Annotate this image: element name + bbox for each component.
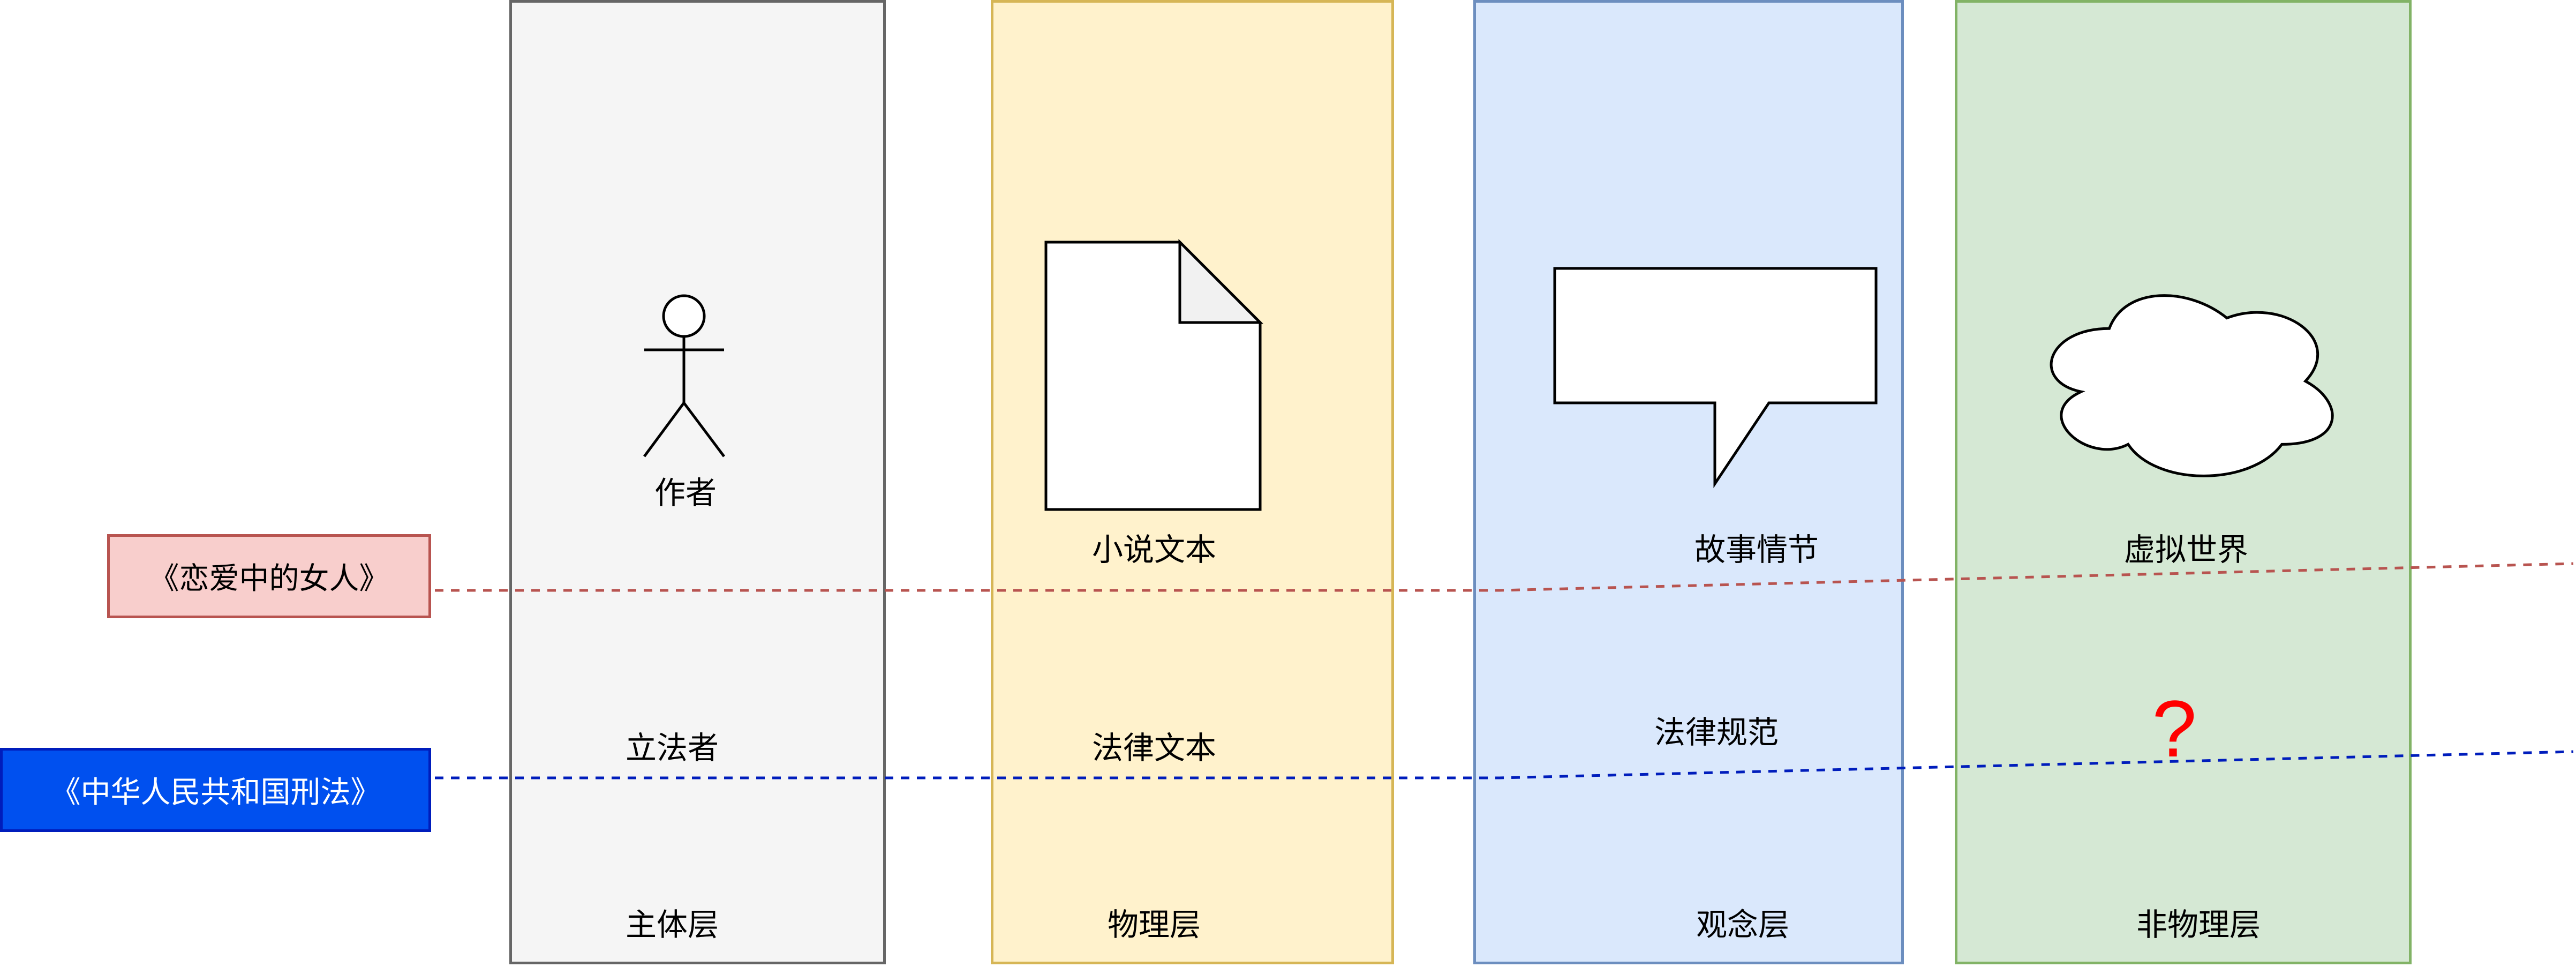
novel-connector-line[interactable] bbox=[435, 562, 2574, 592]
physical-layer-label: 物理层 bbox=[1107, 906, 1201, 943]
virtual-world-label: 虚拟世界 bbox=[2123, 531, 2249, 568]
novel-title-text: 《恋爱中的女人》 bbox=[149, 561, 389, 596]
novel-title-box[interactable]: 《恋爱中的女人》 bbox=[107, 534, 431, 618]
legal-norm-label: 法律规范 bbox=[1654, 714, 1779, 751]
subject-layer-label: 主体层 bbox=[625, 906, 719, 943]
criminal-law-title-box[interactable]: 《中华人民共和国刑法》 bbox=[0, 748, 431, 832]
column-subject-layer[interactable] bbox=[509, 0, 886, 964]
criminal-law-connector-line[interactable] bbox=[435, 750, 2574, 779]
speech-bubble-icon[interactable] bbox=[1553, 267, 1878, 489]
author-label: 作者 bbox=[654, 475, 717, 511]
question-mark-icon: ? bbox=[2152, 684, 2197, 774]
criminal-law-title-text: 《中华人民共和国刑法》 bbox=[50, 775, 381, 810]
stick-figure-icon[interactable] bbox=[643, 294, 725, 458]
document-icon[interactable] bbox=[1044, 238, 1264, 511]
nonphysical-layer-label: 非物理层 bbox=[2136, 906, 2261, 943]
legislator-label: 立法者 bbox=[625, 730, 719, 766]
column-concept-layer[interactable] bbox=[1473, 0, 1904, 964]
cloud-icon[interactable] bbox=[2050, 294, 2334, 477]
column-nonphysical-layer[interactable] bbox=[1955, 0, 2412, 964]
novel-text-label: 小说文本 bbox=[1091, 531, 1217, 568]
concept-layer-label: 观念层 bbox=[1696, 906, 1790, 943]
legal-text-label: 法律文本 bbox=[1091, 730, 1217, 766]
story-plot-label: 故事情节 bbox=[1694, 531, 1819, 568]
